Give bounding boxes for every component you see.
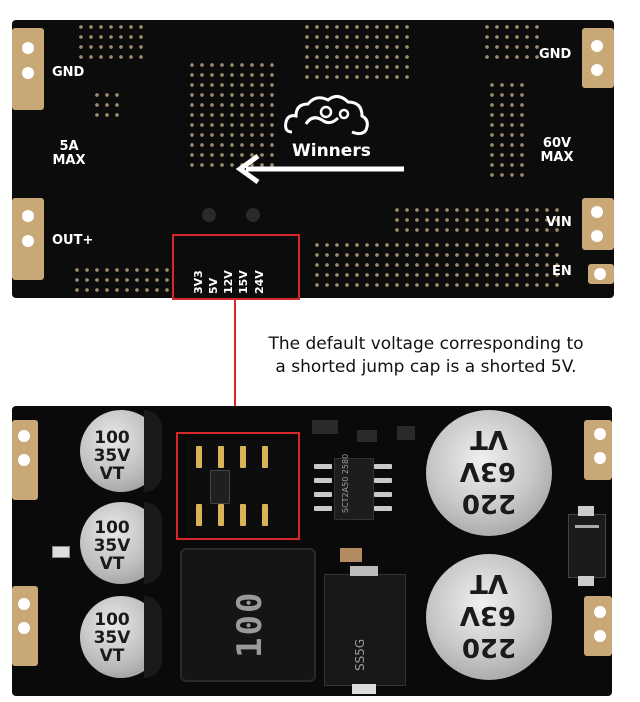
pad-hole xyxy=(594,268,606,280)
via-array xyxy=(482,22,542,62)
gnd-left-label: GND xyxy=(52,65,85,80)
arrow-left-icon xyxy=(235,153,404,185)
pad-hole xyxy=(22,42,34,54)
top-pcb-board: Winners GND 5A MAX OUT+ GND 60V MAX VIN … xyxy=(12,20,614,298)
through-hole xyxy=(246,208,260,222)
voltage-rating-label: 60V MAX xyxy=(540,136,574,165)
cap-marking-2: 100 xyxy=(94,518,130,538)
smd-resistor xyxy=(357,430,377,442)
jumper-cap[interactable] xyxy=(210,470,230,504)
smd-resistor xyxy=(312,420,338,434)
via-array xyxy=(76,22,146,62)
pad-hole xyxy=(594,452,606,464)
diode-marking: SS5G xyxy=(353,638,367,671)
annotation-line-2: a shorted jump cap is a shorted 5V. xyxy=(275,357,577,377)
via-array xyxy=(187,60,277,170)
bigcap-marking-1: VT xyxy=(470,424,508,454)
via-array xyxy=(312,240,562,290)
pad-hole xyxy=(18,598,30,610)
inductor-marking: 100 xyxy=(230,590,270,658)
cap-series-3: VT xyxy=(99,646,125,666)
pad-hole xyxy=(594,630,606,642)
cap-series-1: VT xyxy=(99,464,125,484)
capacitor-100uf-1: 100 35V VT xyxy=(80,410,162,492)
pad-hole xyxy=(22,67,34,79)
capacitor-220uf-1: VT 63V 220 xyxy=(426,410,552,536)
annotation-line-1: The default voltage corresponding to xyxy=(268,334,584,354)
via-array xyxy=(302,22,412,82)
cap-marking-3: 100 xyxy=(94,610,130,630)
callout-connector-line xyxy=(234,300,236,434)
cap-series-2: VT xyxy=(99,554,125,574)
schottky-diode: SS5G xyxy=(324,574,406,686)
bigcap-voltage-2: 63V xyxy=(459,600,516,630)
via-array xyxy=(92,90,122,120)
jumper-header[interactable] xyxy=(186,440,296,536)
capacitor-100uf-2: 100 35V VT xyxy=(80,502,162,584)
input-protection-diode xyxy=(568,514,606,578)
pad-hole xyxy=(22,210,34,222)
jumper-header-highlight-box xyxy=(176,432,300,540)
diode-tab xyxy=(352,684,376,694)
diode-tab xyxy=(578,576,594,586)
cap-voltage-1: 35V xyxy=(93,446,131,466)
cloud-logo-icon xyxy=(284,95,369,136)
capacitor-100uf-3: 100 35V VT xyxy=(80,596,162,678)
pad-hole xyxy=(594,428,606,440)
pad-hole xyxy=(22,235,34,247)
pad-hole xyxy=(591,40,603,52)
bigcap-value-2: 220 xyxy=(461,632,517,662)
via-array xyxy=(72,265,172,295)
pad-hole xyxy=(18,454,30,466)
bigcap-marking-2: VT xyxy=(470,568,508,598)
jumper-label-highlight-box xyxy=(172,234,300,300)
pad-hole xyxy=(591,206,603,218)
cap-marking-1: 100 xyxy=(94,428,130,448)
current-rating-label: 5A MAX xyxy=(52,139,86,168)
pad-hole xyxy=(18,622,30,634)
smd-capacitor xyxy=(397,426,415,440)
vin-pad xyxy=(584,596,612,656)
via-array xyxy=(487,80,527,180)
logo-text: Winners xyxy=(292,141,371,161)
pad-hole xyxy=(594,606,606,618)
gnd-right-label: GND xyxy=(539,47,572,62)
buck-controller-ic: SCT2A50 2580 xyxy=(334,454,374,520)
vin-label: VIN xyxy=(546,215,572,230)
gnd-right-pad xyxy=(582,28,614,88)
diode-tab xyxy=(350,566,378,576)
cap-voltage-2: 35V xyxy=(93,536,131,556)
bottom-pcb-board: 100 35V VT 100 35V VT 100 35V VT SCT2A50… xyxy=(12,406,612,696)
bigcap-voltage-1: 63V xyxy=(459,456,516,486)
smd-capacitor xyxy=(340,548,362,562)
pad-hole xyxy=(591,230,603,242)
through-hole xyxy=(202,208,216,222)
diode-tab xyxy=(578,506,594,516)
via-array xyxy=(392,205,562,235)
cap-voltage-3: 35V xyxy=(93,628,131,648)
pad-hole xyxy=(591,64,603,76)
en-label: EN xyxy=(552,264,572,279)
pad-hole xyxy=(18,430,30,442)
bigcap-value-1: 220 xyxy=(461,488,517,518)
out-plus-label: OUT+ xyxy=(52,233,94,248)
capacitor-220uf-2: VT 63V 220 xyxy=(426,554,552,680)
ic-marking: SCT2A50 2580 xyxy=(341,453,350,513)
status-led xyxy=(52,546,70,558)
power-inductor: 100 xyxy=(180,548,316,682)
